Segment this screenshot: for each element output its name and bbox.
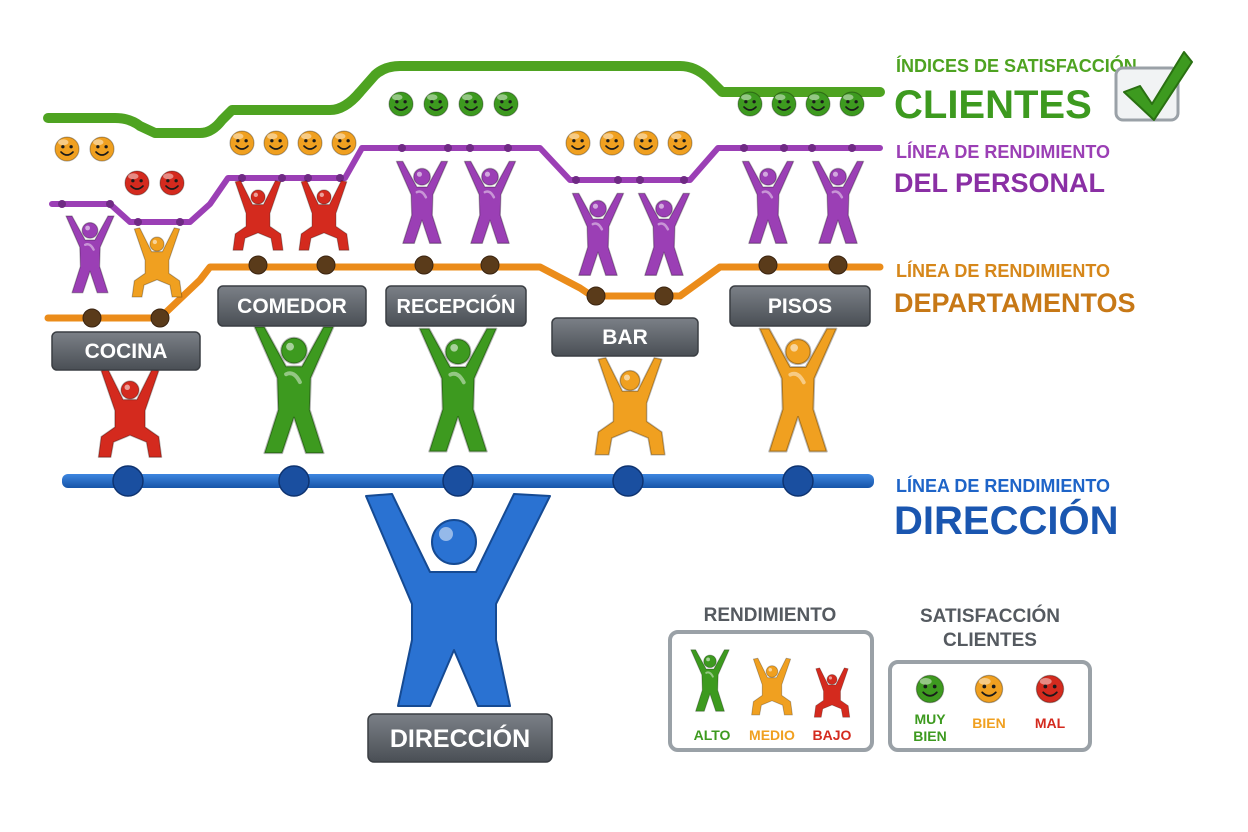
legend-bien-label: BIEN: [972, 715, 1005, 731]
smiley-face-icon: [737, 91, 763, 117]
direccion-line-knobs: [112, 465, 814, 497]
person-lifting-icon: [740, 159, 796, 245]
clientes-satisfaction-line: [43, 61, 885, 138]
label-direccion: LÍNEA DE RENDIMIENTO DIRECCIÓN: [894, 475, 1118, 543]
head-highlight: [439, 527, 453, 541]
person-lifting-icon: [594, 356, 666, 456]
smiley-face-icon: [297, 130, 323, 156]
smiley-face-icon: [974, 674, 1004, 704]
legend-satisfaccion-title-2: CLIENTES: [943, 630, 1037, 651]
person-lifting-icon: [394, 159, 450, 245]
direccion-small-label: LÍNEA DE RENDIMIENTO: [896, 475, 1110, 496]
direccion-figure: [365, 493, 551, 707]
smiley-face-icon: [771, 91, 797, 117]
department-label: COMEDOR: [237, 295, 347, 318]
plate-bar: BAR: [551, 317, 699, 357]
legend-muy-bien-label-1: MUY: [914, 711, 946, 727]
person-lifting-icon: [570, 191, 626, 277]
legend-medio-label: MEDIO: [749, 727, 795, 743]
check-mark-icon: [1114, 51, 1193, 122]
person-head: [431, 519, 477, 565]
person-lifting-icon: [757, 326, 839, 454]
personal-big-label: DEL PERSONAL: [894, 168, 1105, 198]
plate-cocina: COCINA: [51, 331, 201, 371]
personal-performance-line: [49, 145, 883, 225]
person-lifting-icon: [810, 159, 866, 245]
person-lifting-icon: [232, 180, 284, 251]
smiley-face-icon: [839, 91, 865, 117]
smiley-face-icon: [124, 170, 150, 196]
direccion-big-label: DIRECCIÓN: [894, 497, 1118, 543]
label-personal: LÍNEA DE RENDIMIENTO DEL PERSONAL: [894, 141, 1110, 198]
legend-alto-label: ALTO: [694, 727, 731, 743]
smiley-face-icon: [159, 170, 185, 196]
legend-rendimiento-title: RENDIMIENTO: [704, 605, 837, 626]
legend-bajo-label: BAJO: [813, 727, 852, 743]
plate-direccion: DIRECCIÓN: [367, 713, 553, 763]
department-label: PISOS: [768, 295, 832, 318]
plate-recepcion: RECEPCIÓN: [385, 285, 527, 327]
clientes-small-label: ÍNDICES DE SATISFACCIÓN: [896, 55, 1137, 76]
department-label: BAR: [602, 326, 648, 349]
plate-comedor: COMEDOR: [217, 285, 367, 327]
smiley-face-icon: [1035, 674, 1065, 704]
personal-line-knobs: [58, 144, 856, 226]
person-lifting-icon: [131, 227, 183, 298]
legend-muy-bien-label-2: BIEN: [913, 728, 946, 744]
departamentos-big-label: DEPARTAMENTOS: [894, 288, 1136, 318]
smiley-face-icon: [915, 674, 945, 704]
departamentos-performance-line: [44, 263, 884, 322]
department-label: COCINA: [85, 340, 168, 363]
clientes-big-label: CLIENTES: [894, 83, 1092, 127]
legend-rendimiento: RENDIMIENTO ALTO MEDIO BAJO: [668, 605, 874, 752]
smiley-face-icon: [667, 130, 693, 156]
legend-mal-label: MAL: [1035, 715, 1066, 731]
smiley-face-icon: [493, 91, 519, 117]
legend-satisfaccion: SATISFACCIÓN CLIENTES MUY BIEN BIEN MAL: [888, 605, 1092, 752]
staff-figures: [64, 159, 866, 298]
smiley-face-icon: [388, 91, 414, 117]
smiley-face-icon: [89, 136, 115, 162]
person-lifting-icon: [252, 324, 336, 456]
smiley-face-icon: [423, 91, 449, 117]
department-figures: [97, 324, 839, 459]
satisfaction-faces: [54, 91, 865, 196]
direccion-label: DIRECCIÓN: [390, 723, 530, 753]
plate-pisos: PISOS: [729, 285, 871, 327]
smiley-face-icon: [229, 130, 255, 156]
department-label: RECEPCIÓN: [397, 294, 516, 318]
label-departamentos: LÍNEA DE RENDIMIENTO DEPARTAMENTOS: [894, 260, 1136, 318]
label-clientes: ÍNDICES DE SATISFACCIÓN CLIENTES: [894, 55, 1137, 127]
person-lifting-icon: [417, 326, 499, 454]
person-lifting-icon: [365, 493, 551, 707]
smiley-face-icon: [599, 130, 625, 156]
smiley-face-icon: [565, 130, 591, 156]
smiley-face-icon: [633, 130, 659, 156]
person-lifting-icon: [97, 368, 163, 459]
person-lifting-icon: [636, 191, 692, 277]
smiley-face-icon: [805, 91, 831, 117]
person-lifting-icon: [462, 159, 518, 245]
smiley-face-icon: [458, 91, 484, 117]
legend-satisfaccion-title-1: SATISFACCIÓN: [920, 605, 1060, 627]
smiley-face-icon: [331, 130, 357, 156]
smiley-face-icon: [263, 130, 289, 156]
smiley-face-icon: [54, 136, 80, 162]
person-lifting-icon: [298, 180, 350, 251]
personal-small-label: LÍNEA DE RENDIMIENTO: [896, 141, 1110, 162]
departamentos-line-knobs: [82, 255, 848, 328]
person-lifting-icon: [64, 214, 116, 295]
departamentos-small-label: LÍNEA DE RENDIMIENTO: [896, 260, 1110, 281]
